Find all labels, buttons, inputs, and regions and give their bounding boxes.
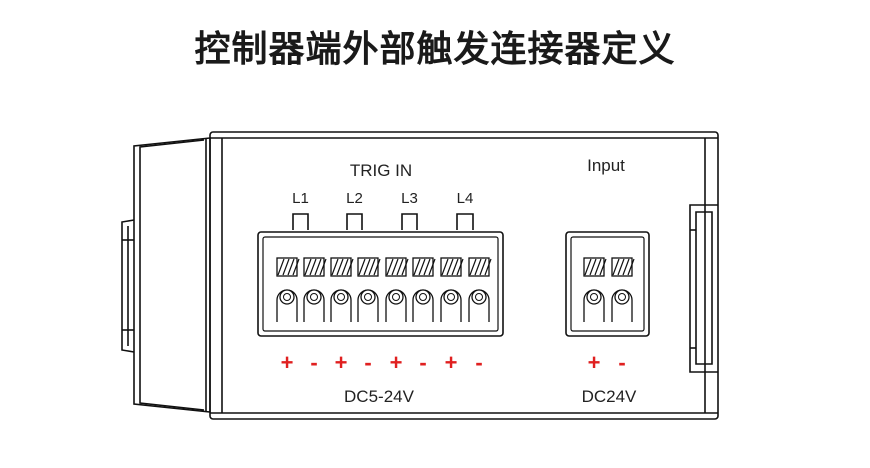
trigger-polarity-6: - (419, 350, 426, 375)
trigger-terminal-1 (276, 257, 300, 322)
channel-label-l2: L2 (346, 190, 363, 207)
channel-label-l3: L3 (401, 190, 418, 207)
trig-in-label: TRIG IN (350, 161, 412, 180)
trigger-polarity-1: + (281, 350, 294, 375)
left-end-cap (121, 137, 211, 413)
trigger-polarity-5: + (390, 350, 403, 375)
channel-bracket-l2 (346, 213, 363, 230)
channel-bracket-l1 (292, 213, 309, 230)
trigger-polarity-3: + (335, 350, 348, 375)
input-polarity-1: + (588, 350, 601, 375)
trigger-terminal-4 (357, 257, 381, 322)
input-terminal-1 (583, 257, 607, 322)
trigger-polarity-4: - (364, 350, 371, 375)
input-polarity-2: - (618, 350, 625, 375)
trigger-terminal-6 (412, 257, 436, 322)
trigger-terminal-2 (303, 257, 327, 322)
input-terminal-block (565, 231, 650, 337)
input-terminal-2 (611, 257, 635, 322)
channel-bracket-l4 (456, 213, 474, 230)
trigger-polarity-2: - (310, 350, 317, 375)
page-title: 控制器端外部触发连接器定义 (194, 29, 676, 70)
trigger-terminal-block (257, 231, 504, 337)
channel-bracket-l3 (401, 213, 418, 230)
input-voltage-label: DC24V (582, 387, 637, 406)
channel-label-l4: L4 (457, 190, 474, 207)
trigger-voltage-label: DC5-24V (344, 387, 415, 406)
input-label: Input (587, 156, 625, 175)
trigger-polarity-7: + (445, 350, 458, 375)
trigger-terminal-3 (330, 257, 354, 322)
trigger-terminal-8 (468, 257, 492, 322)
right-clip (689, 204, 718, 373)
channel-label-l1: L1 (292, 190, 309, 207)
trigger-polarity-8: - (475, 350, 482, 375)
trigger-terminal-5 (385, 257, 409, 322)
main-housing (209, 131, 719, 420)
trigger-terminal-7 (440, 257, 464, 322)
